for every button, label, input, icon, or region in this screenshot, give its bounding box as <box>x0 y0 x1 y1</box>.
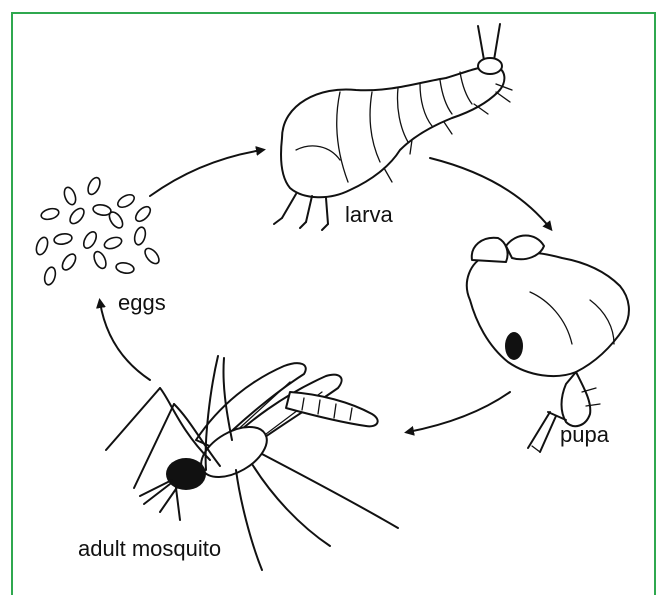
pupa-eye <box>505 332 523 360</box>
larva-label: larva <box>345 202 393 228</box>
eggs-illustration <box>34 176 161 286</box>
mosquito-head <box>166 458 206 490</box>
arrow-pupa-to-adult <box>408 392 510 432</box>
eggs-label: eggs <box>118 290 166 316</box>
pupa-label: pupa <box>560 422 609 448</box>
arrow-larva-to-pupa <box>430 158 550 228</box>
pupa-illustration <box>467 236 629 453</box>
larva-illustration <box>274 24 512 230</box>
arrow-eggs-to-larva <box>150 150 262 196</box>
adult-mosquito-label: adult mosquito <box>78 536 221 562</box>
